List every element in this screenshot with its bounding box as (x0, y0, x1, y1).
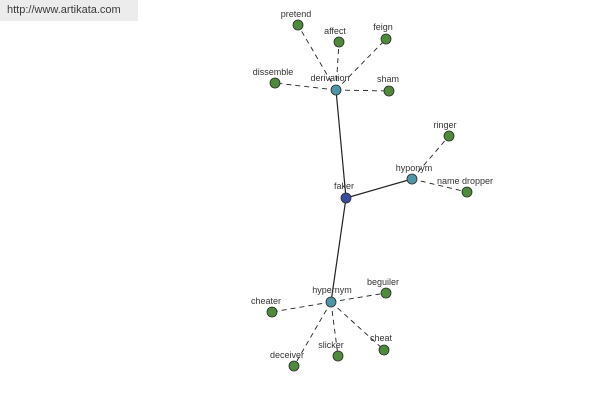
edge-root-hypernym (330, 197, 347, 303)
edge-hyponym-ringer (411, 135, 450, 180)
edge-root-derivation (335, 89, 347, 199)
leaf-label-slicker: slicker (318, 340, 344, 350)
leaf-label-cheat: cheat (370, 333, 393, 343)
edge-hyponym-name-dropper (411, 178, 468, 193)
category-node-hypernym[interactable] (325, 296, 337, 308)
leaf-node-sham[interactable] (383, 85, 395, 97)
edge-hypernym-cheat (330, 301, 385, 351)
edge-derivation-feign (335, 38, 387, 91)
leaf-node-feign[interactable] (380, 33, 392, 45)
edge-hypernym-beguiler (330, 292, 387, 303)
leaf-node-affect[interactable] (333, 36, 345, 48)
leaf-label-affect: affect (324, 26, 346, 36)
edge-root-hyponym (345, 178, 413, 199)
leaf-label-sham: sham (377, 74, 399, 84)
leaf-node-slicker[interactable] (332, 350, 344, 362)
leaf-label-name-dropper: name dropper (437, 176, 493, 186)
edge-hypernym-deceiver (293, 301, 332, 367)
leaf-node-deceiver[interactable] (288, 360, 300, 372)
leaf-label-pretend: pretend (281, 9, 312, 19)
edge-hypernym-cheater (271, 301, 332, 313)
category-label-hypernym: hypernym (312, 285, 352, 295)
category-node-derivation[interactable] (330, 84, 342, 96)
leaf-label-ringer: ringer (433, 120, 456, 130)
root-label: faker (334, 181, 354, 191)
leaf-node-beguiler[interactable] (380, 287, 392, 299)
edge-derivation-affect (335, 41, 340, 91)
category-node-hyponym[interactable] (406, 173, 418, 185)
leaf-node-ringer[interactable] (443, 130, 455, 142)
edge-derivation-dissemble (274, 82, 337, 91)
category-label-hyponym: hyponym (396, 163, 433, 173)
leaf-node-pretend[interactable] (292, 19, 304, 31)
leaf-node-dissemble[interactable] (269, 77, 281, 89)
edge-derivation-sham (335, 89, 390, 92)
leaf-label-cheater: cheater (251, 296, 281, 306)
edge-hypernym-slicker (330, 301, 339, 357)
source-url-banner[interactable]: http://www.artikata.com (0, 0, 138, 21)
leaf-node-cheater[interactable] (266, 306, 278, 318)
leaf-label-beguiler: beguiler (367, 277, 399, 287)
leaf-label-feign: feign (373, 22, 393, 32)
category-label-derivation: derivation (310, 73, 349, 83)
leaf-node-name-dropper[interactable] (461, 186, 473, 198)
edge-derivation-pretend (297, 24, 337, 91)
leaf-label-dissemble: dissemble (253, 67, 294, 77)
leaf-node-cheat[interactable] (378, 344, 390, 356)
root-node[interactable] (340, 192, 352, 204)
leaf-label-deceiver: deceiver (270, 350, 304, 360)
